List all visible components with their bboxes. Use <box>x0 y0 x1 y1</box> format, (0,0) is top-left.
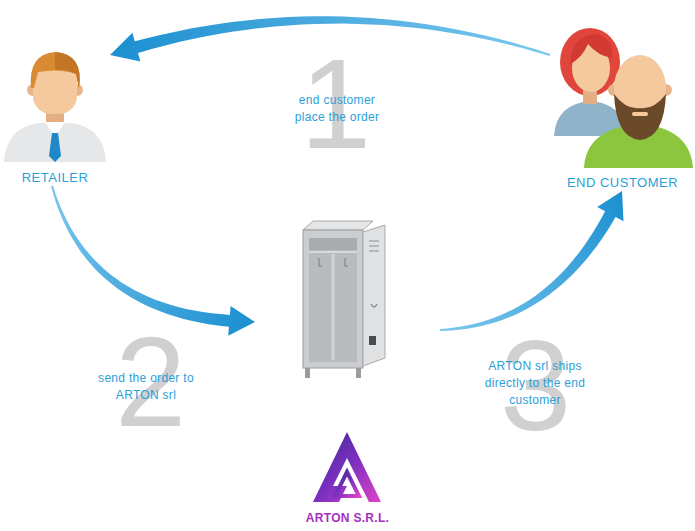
actor-node: END CUSTOMER <box>550 18 695 191</box>
flow-arrow <box>440 191 624 331</box>
actor-name: RETAILER <box>0 170 110 186</box>
brand-logo <box>255 428 440 510</box>
locker-illustration <box>255 218 440 383</box>
actor-node: ARTON S.R.L. <box>255 218 440 526</box>
retailer-icon <box>0 48 110 162</box>
actor-name: ARTON S.R.L. <box>255 510 440 526</box>
step-caption: ARTON srl ships directly to the end cust… <box>470 358 600 409</box>
step-caption: end customer place the order <box>287 92 387 126</box>
flow-arrow <box>51 186 255 336</box>
actor-node: RETAILER <box>0 48 110 186</box>
step-caption: send the order to ARTON srl <box>76 370 216 404</box>
customers-icon <box>550 18 695 168</box>
actor-name: END CUSTOMER <box>550 175 695 191</box>
